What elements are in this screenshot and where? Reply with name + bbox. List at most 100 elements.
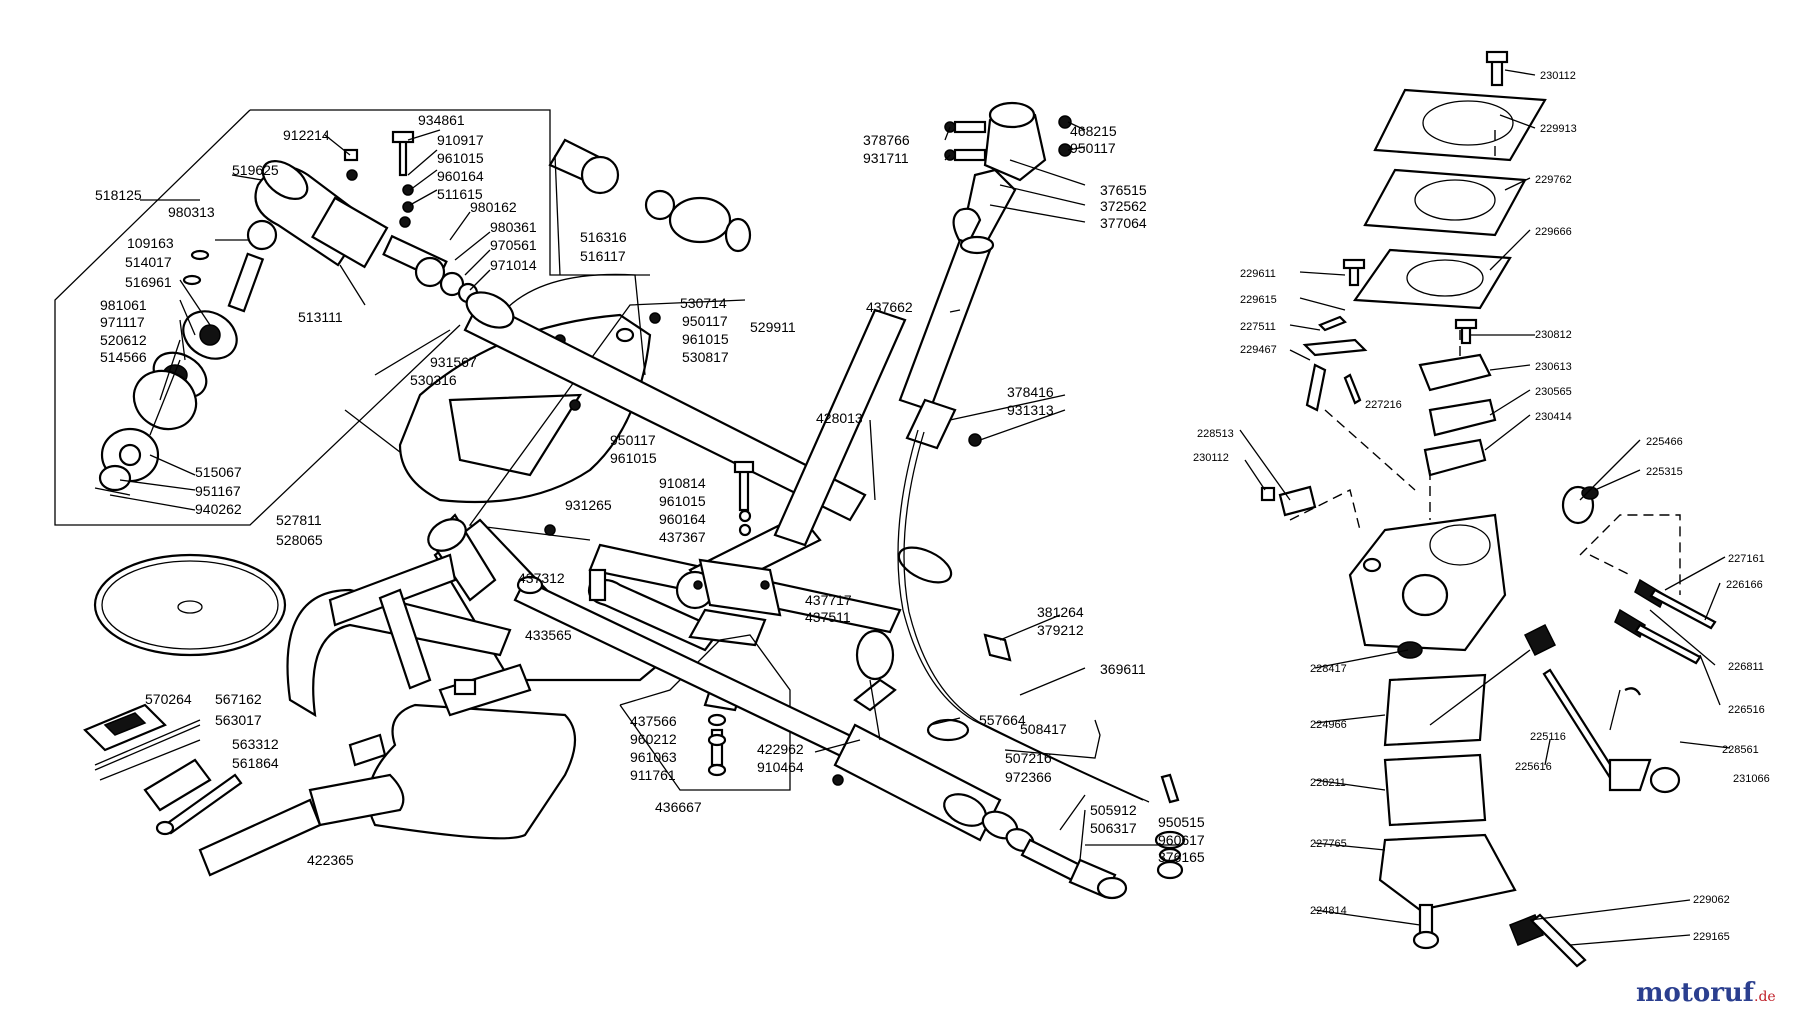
part-number-422365: 422365 xyxy=(307,852,354,868)
part-number-950117: 950117 xyxy=(1070,140,1116,156)
part-number-230565: 230565 xyxy=(1535,386,1572,398)
tool-kit-group xyxy=(83,703,243,836)
part-number-563312: 563312 xyxy=(232,736,279,752)
part-number-228211: 228211 xyxy=(1310,777,1346,789)
cutting-disc-group xyxy=(93,553,287,657)
part-number-437511: 437511 xyxy=(805,609,851,625)
part-number-225116: 225116 xyxy=(1530,731,1566,743)
part-number-514566: 514566 xyxy=(100,349,147,365)
part-number-515067: 515067 xyxy=(195,464,242,480)
part-number-528065: 528065 xyxy=(276,532,323,548)
brand-name: motoruf xyxy=(1636,978,1754,1008)
part-number-436667: 436667 xyxy=(655,799,702,815)
part-number-229165: 229165 xyxy=(1693,931,1730,943)
part-number-225315: 225315 xyxy=(1646,466,1683,478)
part-number-376165: 376165 xyxy=(1158,849,1205,865)
part-number-229062: 229062 xyxy=(1693,894,1730,906)
part-number-961015: 961015 xyxy=(659,493,706,509)
part-number-508417: 508417 xyxy=(1020,721,1067,737)
part-number-950117: 950117 xyxy=(610,432,656,448)
part-number-229467: 229467 xyxy=(1240,344,1277,356)
part-number-437662: 437662 xyxy=(866,299,913,315)
part-number-961015: 961015 xyxy=(437,150,484,166)
part-number-229913: 229913 xyxy=(1540,123,1577,135)
part-number-226516: 226516 xyxy=(1728,704,1765,716)
part-number-228417: 228417 xyxy=(1310,663,1347,675)
harness-group xyxy=(198,553,576,877)
part-number-557664: 557664 xyxy=(979,712,1026,728)
part-number-981061: 981061 xyxy=(100,297,147,313)
part-number-376515: 376515 xyxy=(1100,182,1147,198)
part-number-437367: 437367 xyxy=(659,529,706,545)
part-number-433565: 433565 xyxy=(525,627,572,643)
part-number-530316: 530316 xyxy=(410,372,457,388)
drive-shaft-group xyxy=(513,575,1128,900)
part-number-960617: 960617 xyxy=(1158,832,1205,848)
part-number-516117: 516117 xyxy=(580,248,626,264)
part-number-378416: 378416 xyxy=(1007,384,1054,400)
part-number-230112: 230112 xyxy=(1193,452,1229,464)
part-number-950117: 950117 xyxy=(682,313,728,329)
coupler-group xyxy=(548,138,752,276)
part-number-931313: 931313 xyxy=(1007,402,1054,418)
part-number-230414: 230414 xyxy=(1535,411,1572,423)
part-number-227511: 227511 xyxy=(1240,321,1276,333)
part-number-229762: 229762 xyxy=(1535,174,1572,186)
part-number-379212: 379212 xyxy=(1037,622,1084,638)
part-number-972366: 972366 xyxy=(1005,769,1052,785)
part-number-931265: 931265 xyxy=(565,497,612,513)
part-number-980162: 980162 xyxy=(470,199,517,215)
part-number-971117: 971117 xyxy=(100,314,145,330)
part-number-514017: 514017 xyxy=(125,254,172,270)
part-number-229611: 229611 xyxy=(1240,268,1276,280)
part-number-437312: 437312 xyxy=(518,570,565,586)
part-number-229666: 229666 xyxy=(1535,226,1572,238)
part-number-530714: 530714 xyxy=(680,295,727,311)
part-number-567162: 567162 xyxy=(215,691,262,707)
part-number-506317: 506317 xyxy=(1090,820,1137,836)
part-number-911761: 911761 xyxy=(630,767,676,783)
part-number-378766: 378766 xyxy=(863,132,910,148)
part-number-530817: 530817 xyxy=(682,349,729,365)
part-number-513111: 513111 xyxy=(298,309,343,325)
part-number-225616: 225616 xyxy=(1515,761,1552,773)
part-number-961063: 961063 xyxy=(630,749,677,765)
part-number-518125: 518125 xyxy=(95,187,142,203)
part-number-224966: 224966 xyxy=(1310,719,1347,731)
part-number-230812: 230812 xyxy=(1535,329,1572,341)
part-number-227161: 227161 xyxy=(1728,553,1765,565)
part-number-910917: 910917 xyxy=(437,132,484,148)
part-number-980361: 980361 xyxy=(490,219,537,235)
part-number-227216: 227216 xyxy=(1365,399,1402,411)
part-number-230112: 230112 xyxy=(1540,70,1576,82)
part-number-931711: 931711 xyxy=(863,150,909,166)
part-number-109163: 109163 xyxy=(127,235,174,251)
throttle-tube-group xyxy=(897,101,1186,880)
part-number-224814: 224814 xyxy=(1310,905,1347,917)
part-number-228561: 228561 xyxy=(1722,744,1759,756)
part-number-934861: 934861 xyxy=(418,112,465,128)
part-number-227765: 227765 xyxy=(1310,838,1347,850)
part-number-950515: 950515 xyxy=(1158,814,1205,830)
brand-suffix: .de xyxy=(1754,989,1776,1005)
part-number-231066: 231066 xyxy=(1733,773,1770,785)
part-number-527811: 527811 xyxy=(276,512,322,528)
part-number-230613: 230613 xyxy=(1535,361,1572,373)
part-number-520612: 520612 xyxy=(100,332,147,348)
part-number-229615: 229615 xyxy=(1240,294,1277,306)
part-number-980313: 980313 xyxy=(168,204,215,220)
part-number-labels: 9122149348619109179610159601645116159801… xyxy=(95,70,1770,943)
leader-lines xyxy=(109,69,1731,946)
part-number-226166: 226166 xyxy=(1726,579,1763,591)
part-number-516961: 516961 xyxy=(125,274,172,290)
part-number-961015: 961015 xyxy=(682,331,729,347)
part-number-511615: 511615 xyxy=(437,186,483,202)
part-number-381264: 381264 xyxy=(1037,604,1084,620)
part-number-960164: 960164 xyxy=(659,511,706,527)
part-number-516316: 516316 xyxy=(580,229,627,245)
part-number-529911: 529911 xyxy=(750,319,796,335)
part-number-468215: 468215 xyxy=(1070,123,1117,139)
part-number-369611: 369611 xyxy=(1100,661,1146,677)
part-number-960212: 960212 xyxy=(630,731,677,747)
